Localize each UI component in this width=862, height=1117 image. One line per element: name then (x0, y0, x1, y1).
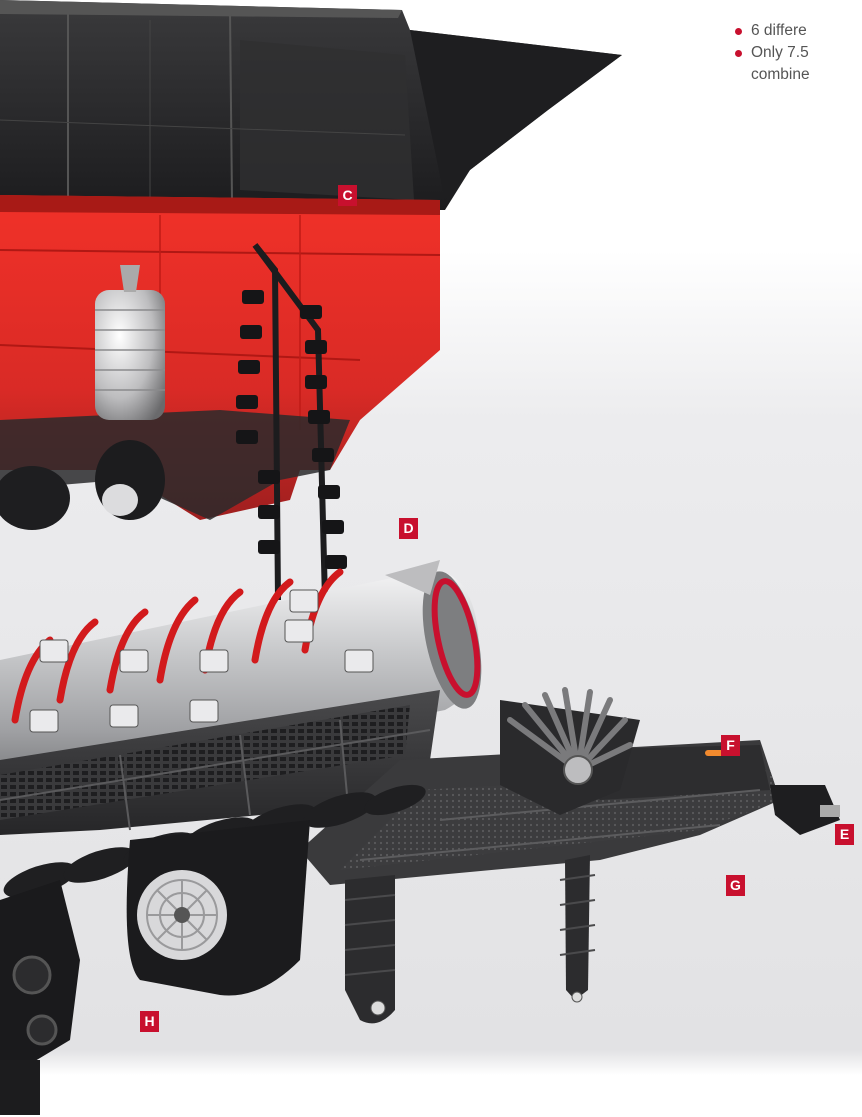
bullet-text-1: 6 differe (751, 22, 807, 39)
feature-bullet-list: 6 differe Only 7.5 combine (734, 20, 862, 86)
grain-elevator-chain (236, 243, 347, 601)
callout-label-d: D (399, 518, 418, 539)
feature-bullet-1: 6 differe (734, 20, 862, 42)
fan-housing (126, 820, 311, 996)
callout-label-f: F (721, 735, 740, 756)
feature-bullet-2: Only 7.5 combine (734, 42, 862, 86)
tank-auger-cone (95, 265, 165, 520)
callout-label-e: E (835, 824, 854, 845)
callout-label-g: G (726, 875, 745, 896)
grain-tank-red-body (0, 195, 441, 530)
hopper-top-panels (0, 0, 622, 210)
callout-label-c: C (338, 185, 357, 206)
bullet-dot-icon (735, 28, 742, 35)
bullet-dot-icon (735, 50, 742, 57)
vertical-augers (344, 855, 596, 1024)
callout-label-h: H (140, 1011, 159, 1032)
bullet-text-2: Only 7.5 (751, 44, 809, 61)
drive-gearbox (0, 880, 80, 1115)
bullet-text-2-continued: combine (751, 66, 810, 83)
beater-drum (500, 687, 640, 815)
